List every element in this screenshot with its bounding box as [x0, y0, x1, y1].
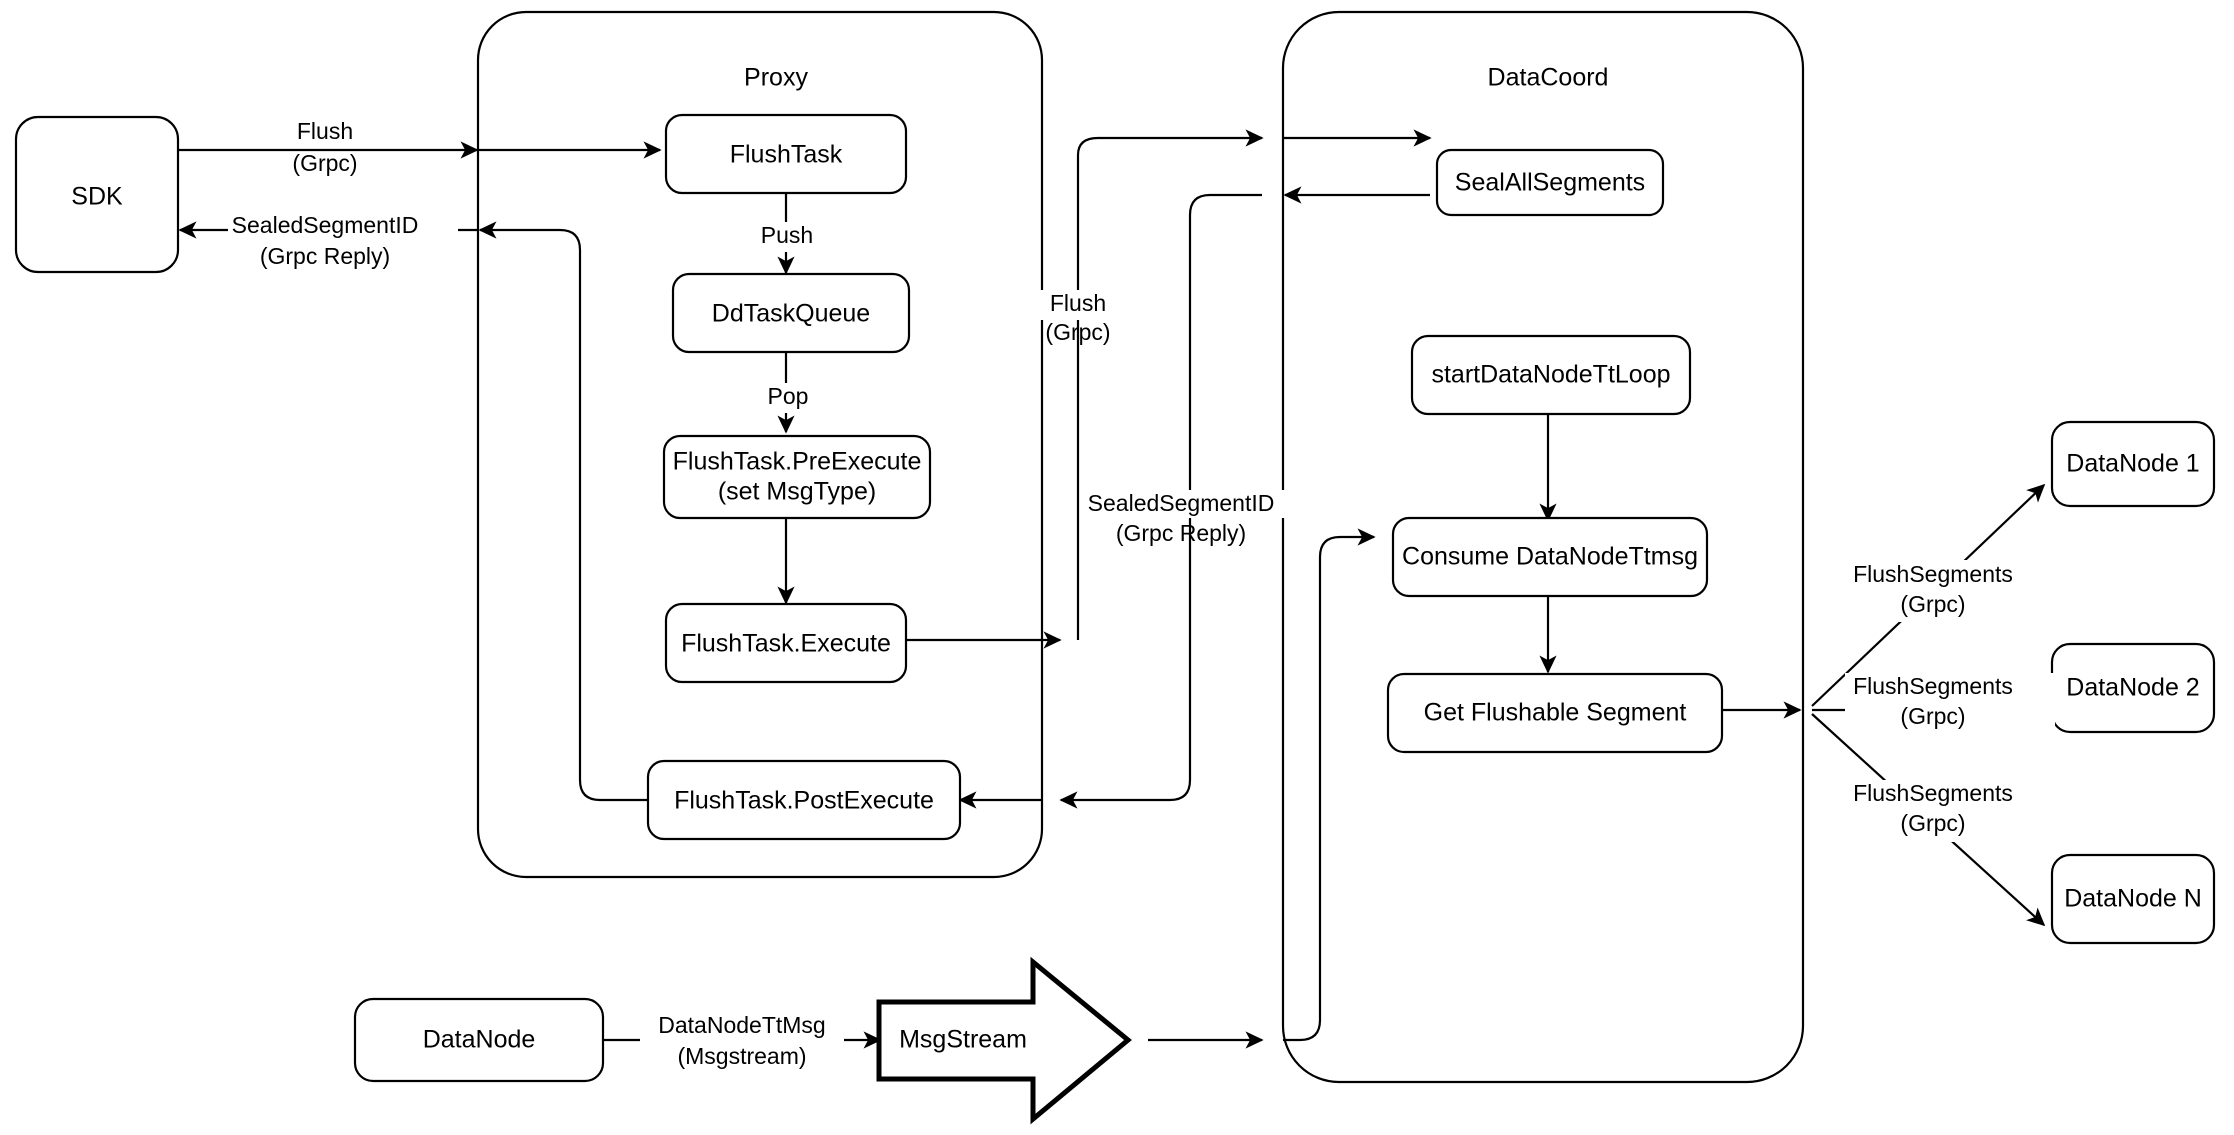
edge-label-pop-text: Pop [768, 383, 809, 409]
edge-label-flushsegments1-line2: (Grpc) [1900, 591, 1965, 617]
node-datanoden[interactable]: DataNode N [2050, 853, 2216, 945]
datanode-source-box[interactable] [353, 997, 605, 1083]
datanoden-label: DataNode N [2064, 885, 2202, 913]
datanode1-box[interactable] [2050, 420, 2216, 508]
postexecute-label: FlushTask.PostExecute [674, 787, 934, 815]
edge-label-pop: Pop [755, 383, 821, 413]
node-sdk[interactable]: SDK [14, 115, 180, 274]
edge-label-sealedsegmentid-line1: SealedSegmentID [232, 212, 419, 238]
edge-label-proxy-to-sdk: SealedSegmentID (Grpc Reply) [228, 212, 458, 269]
edge-label-datacoord-to-proxy: SealedSegmentID (Grpc Reply) [1080, 490, 1302, 546]
preexecute-box[interactable] [662, 434, 932, 520]
sealallsegments-label: SealAllSegments [1455, 169, 1645, 197]
datacoord-container [1281, 10, 1805, 1084]
preexecute-label-line1: FlushTask.PreExecute [673, 448, 922, 476]
startdatanodettloop-box[interactable] [1410, 334, 1692, 416]
edge-label-flushsegments3-line2: (Grpc) [1900, 810, 1965, 836]
proxy-group-label: Proxy [744, 64, 808, 92]
flushtask-box[interactable] [664, 113, 908, 195]
edge-label-datacoord-flush-line1: Flush [1050, 290, 1106, 316]
edge-label-fanout-3: FlushSegments (Grpc) [1845, 780, 2055, 842]
flushtask-label: FlushTask [730, 141, 843, 169]
edge-label-datacoord-flush-line2: (Grpc) [1045, 319, 1110, 345]
edge-label-datanodettmsg-line1: DataNodeTtMsg [658, 1012, 825, 1038]
datanode-source-label: DataNode [423, 1026, 536, 1054]
execute-box[interactable] [664, 602, 908, 684]
edge-postexecute-to-proxy-left [478, 221, 648, 802]
node-ddtaskqueue[interactable]: DdTaskQueue [671, 272, 911, 354]
ddtaskqueue-box[interactable] [671, 272, 911, 354]
consumedatanodettmsg-box[interactable] [1391, 516, 1709, 598]
ddtaskqueue-label: DdTaskQueue [712, 300, 870, 328]
sealallsegments-box[interactable] [1435, 148, 1665, 217]
datanoden-box[interactable] [2050, 853, 2216, 945]
node-flushtask[interactable]: FlushTask [664, 113, 908, 195]
node-postexecute[interactable]: FlushTask.PostExecute [646, 759, 962, 841]
edge-label-sdk-to-proxy: Flush (Grpc) [270, 118, 380, 176]
datacoord-group-label: DataCoord [1488, 64, 1609, 92]
node-execute[interactable]: FlushTask.Execute [664, 602, 908, 684]
sdk-box[interactable] [14, 115, 180, 274]
edge-label-reply-line1: SealedSegmentID [1088, 490, 1275, 516]
edge-label-datanodettmsg-line2: (Msgstream) [677, 1043, 806, 1069]
edge-label-sealedsegmentid-line2: (Grpc Reply) [260, 243, 390, 269]
edge-label-reply-line2: (Grpc Reply) [1116, 520, 1246, 546]
proxy-container [476, 10, 1044, 879]
edge-label-flushsegments2-line2: (Grpc) [1900, 703, 1965, 729]
msgstream-label: MsgStream [899, 1026, 1027, 1054]
msgstream-block-arrow[interactable] [876, 956, 1132, 1125]
execute-label: FlushTask.Execute [681, 630, 891, 658]
preexecute-label-line2: (set MsgType) [718, 478, 876, 506]
node-consumedatanodettmsg[interactable]: Consume DataNodeTtmsg [1391, 516, 1709, 598]
node-getflushablesegment[interactable]: Get Flushable Segment [1386, 672, 1724, 754]
datanode1-label: DataNode 1 [2066, 450, 2199, 478]
edge-label-proxy-to-datacoord: Flush (Grpc) [1030, 290, 1126, 345]
node-datanode1[interactable]: DataNode 1 [2050, 420, 2216, 508]
node-sealallsegments[interactable]: SealAllSegments [1435, 148, 1665, 217]
consumedatanodettmsg-label: Consume DataNodeTtmsg [1402, 543, 1698, 571]
edge-datacoord-left-to-consume [1283, 528, 1376, 1042]
edge-proxy-to-datacoord-boundary [1076, 129, 1264, 640]
postexecute-box[interactable] [646, 759, 962, 841]
node-msgstream[interactable]: MsgStream [876, 956, 1132, 1125]
node-datanode2[interactable]: DataNode 2 [2050, 642, 2216, 734]
datanode2-label: DataNode 2 [2066, 674, 2199, 702]
node-datanode-source[interactable]: DataNode [353, 997, 605, 1083]
node-startdatanodettloop[interactable]: startDataNodeTtLoop [1410, 334, 1692, 416]
group-proxy: Proxy [476, 10, 1044, 879]
edge-label-fanout-1: FlushSegments (Grpc) [1845, 560, 2055, 622]
node-preexecute[interactable]: FlushTask.PreExecute (set MsgType) [662, 434, 932, 520]
startdatanodettloop-label: startDataNodeTtLoop [1431, 361, 1670, 389]
edge-label-datanode-to-msgstream: DataNodeTtMsg (Msgstream) [640, 1012, 844, 1069]
getflushablesegment-box[interactable] [1386, 672, 1724, 754]
edge-label-flushsegments2-line1: FlushSegments [1853, 673, 2013, 699]
edge-label-push: Push [748, 222, 826, 252]
edge-label-flushsegments3-line1: FlushSegments [1853, 780, 2013, 806]
edge-label-fanout-2: FlushSegments (Grpc) [1845, 673, 2055, 735]
sdk-label: SDK [71, 183, 123, 211]
getflushablesegment-label: Get Flushable Segment [1424, 699, 1687, 727]
edge-label-flush-grpc-line1: Flush [297, 118, 353, 144]
edge-label-push-text: Push [761, 222, 813, 248]
edge-label-flush-grpc-line2: (Grpc) [292, 150, 357, 176]
group-datacoord: DataCoord [1281, 10, 1805, 1084]
edge-label-flushsegments1-line1: FlushSegments [1853, 561, 2013, 587]
